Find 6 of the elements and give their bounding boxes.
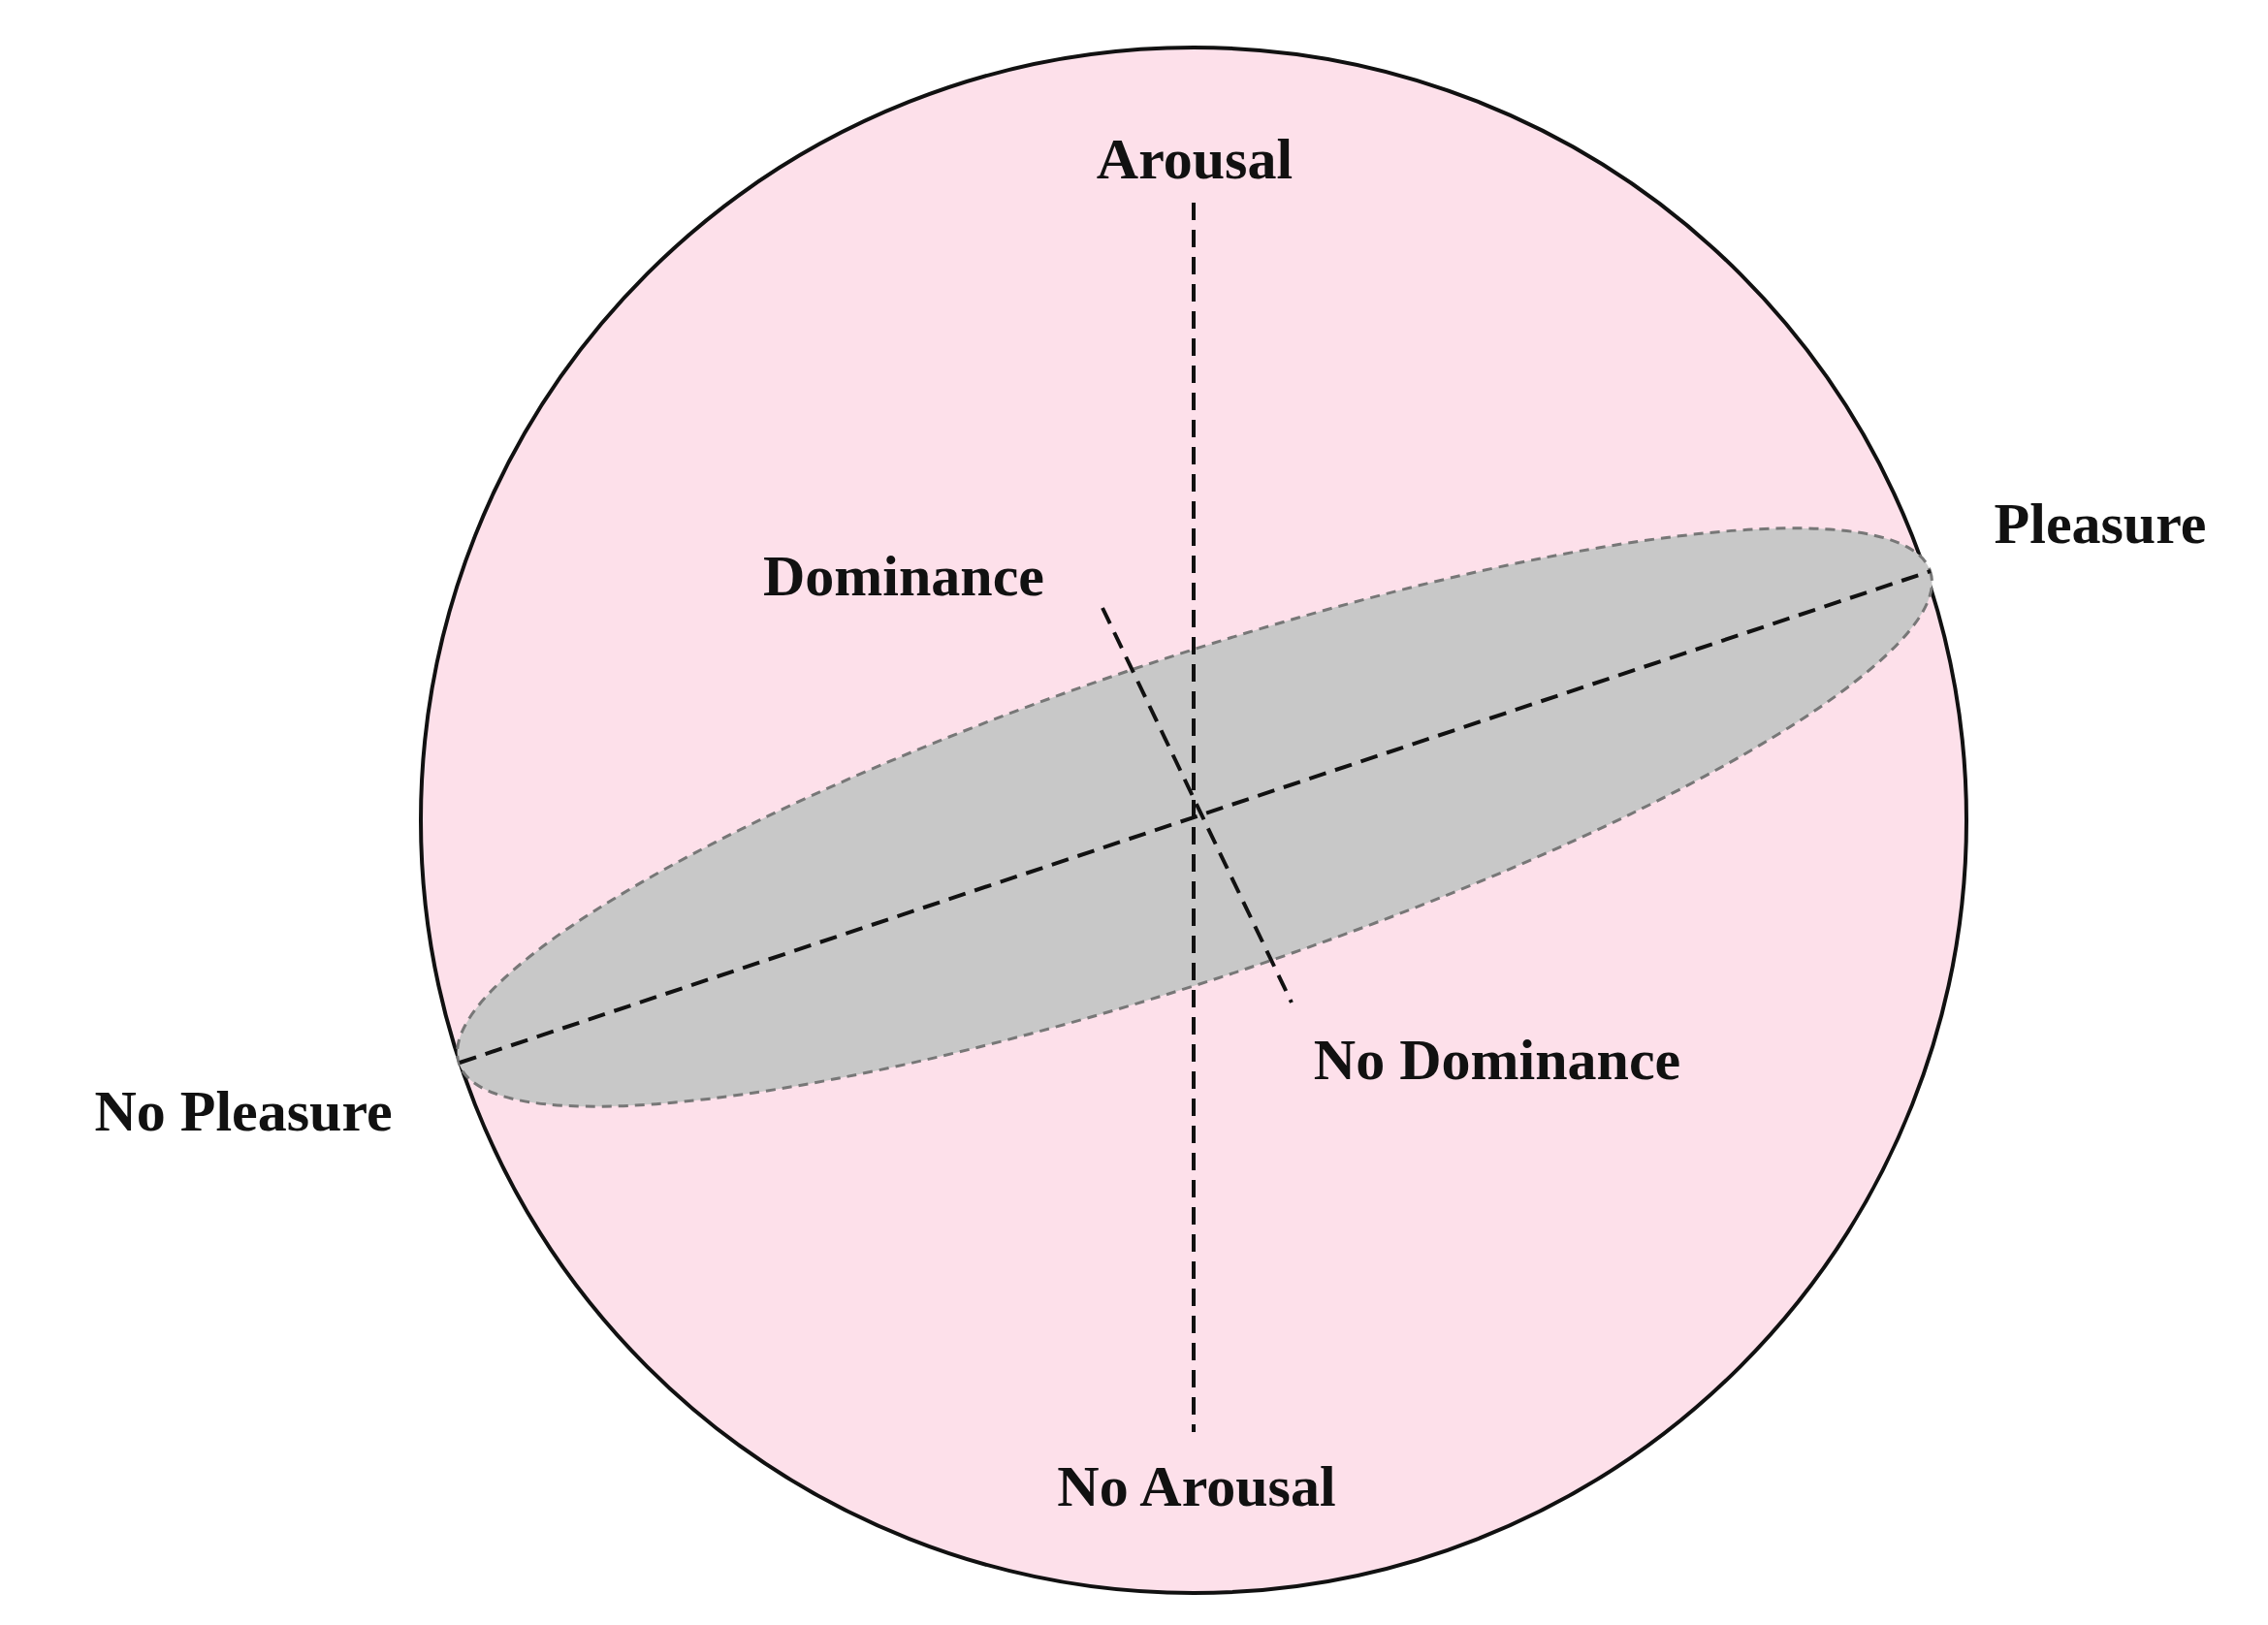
- axis-label: No Arousal: [1057, 1452, 1336, 1520]
- axis-label: Pleasure: [1994, 490, 2207, 558]
- axis-label: Dominance: [763, 542, 1044, 610]
- axis-label: No Dominance: [1313, 1026, 1681, 1094]
- axis-label: No Pleasure: [94, 1077, 393, 1145]
- axis-label: Arousal: [1096, 125, 1294, 193]
